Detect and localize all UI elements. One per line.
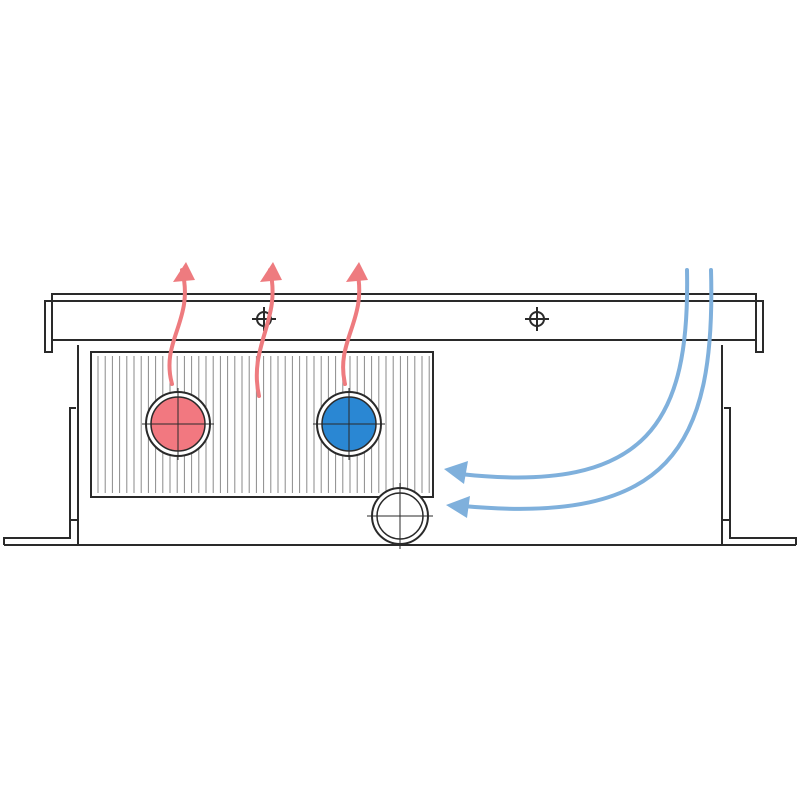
red-hot-water-pipe	[142, 388, 214, 460]
warm-air-arrowhead-2	[260, 262, 282, 282]
top-grille	[44, 293, 764, 353]
cool-air-arrow-1	[458, 268, 690, 480]
grille-left-lip	[44, 300, 53, 353]
warm-air-arrowhead-3	[346, 262, 368, 282]
cool-air-arrow-2	[461, 268, 714, 511]
warm-air-arrows	[167, 268, 362, 398]
right-flange	[722, 407, 797, 546]
warm-air-arrow-3	[341, 268, 362, 386]
cool-air-arrows	[458, 268, 714, 511]
warm-air-arrow-2	[254, 268, 275, 398]
cool-air-arrowhead-2	[446, 496, 470, 518]
warm-air-arrowheads	[173, 262, 368, 282]
bottom-drain-pipe	[367, 483, 433, 549]
blue-return-pipe	[313, 388, 385, 460]
left-flange	[3, 407, 78, 546]
cool-air-arrowhead-1	[444, 461, 468, 484]
grille-right-lip	[755, 300, 764, 353]
grille-fastener-right	[525, 307, 549, 331]
warm-air-arrowhead-1	[173, 262, 195, 282]
warm-air-arrow-1	[167, 268, 187, 386]
grille-fastener-left	[252, 307, 276, 331]
grille-body	[51, 293, 757, 341]
cool-air-arrowheads	[444, 461, 470, 518]
